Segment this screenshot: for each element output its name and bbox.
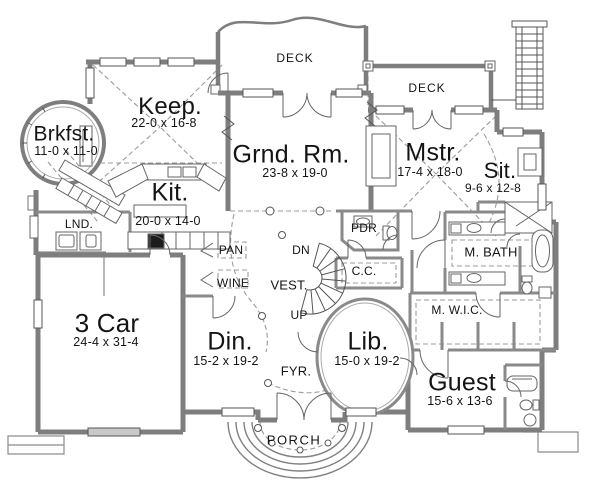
room-dims-din: 15-2 x 19-2 [193,353,259,368]
room-label-guest: Guest [428,368,496,397]
area-label-wine: WINE [216,276,250,290]
room-dims-brkfst: 11-0 x 11-0 [34,143,98,158]
room-dims-sit: 9-6 x 12-8 [464,181,522,195]
master-bath-fixtures [448,201,554,299]
room-label-sit: Sit. [483,158,517,183]
area-label-lnd: LND. [64,217,94,231]
room-dims-kit: 20-0 x 14-0 [135,213,201,228]
room-label-keep: Keep. [138,93,202,120]
kitchen-counters [107,163,231,250]
porch [227,421,373,479]
room-label-lib: Lib. [347,327,389,356]
guest-bath-fixtures [506,375,540,427]
stoops-walks [7,195,579,455]
area-label-cc: C.C. [351,264,377,278]
curved-stair [300,242,347,315]
area-label-vest: VEST. [270,277,308,293]
area-label-m-bath: M. BATH [464,244,518,260]
room-label-mstr: Mstr. [405,138,461,167]
area-label-up: UP [290,308,308,322]
area-label-pan: PAN [218,243,244,257]
room-dims-guest: 15-6 x 13-6 [427,393,493,408]
back-stair [55,159,126,225]
columns [254,206,346,454]
room-label-kit: Kit. [151,178,189,207]
room-dims-mstr: 17-4 x 18-0 [397,164,463,179]
room-dims-keep: 22-0 x 16-8 [131,115,197,130]
area-label-dn: DN [292,243,310,257]
area-label-porch: PORCH [266,432,322,448]
room-dims-lib: 15-0 x 19-2 [334,353,400,368]
door-swings [149,72,522,421]
area-label-pdr: PDR [351,221,377,235]
area-label-m-wic: M. W.I.C. [431,303,483,317]
wall-breaks [221,101,378,141]
fireplaces [79,125,543,187]
dashed-lines [47,64,541,451]
exterior-stair [491,20,548,110]
room-dims-grnd-rm: 23-8 x 19-0 [262,165,328,180]
windows [33,57,547,437]
right-deck [362,60,496,110]
room-label-3-car: 3 Car [74,308,140,338]
room-label-grnd-rm: Grnd. Rm. [232,140,350,169]
laundry-appliances [29,215,102,251]
room-label-brkfst: Brkfst. [33,122,95,146]
room-label-din: Din. [207,327,253,356]
area-label-fyr: FYR. [280,363,312,379]
area-label-deck-top: DECK [276,51,314,65]
room-dims-3-car: 24-4 x 31-4 [73,334,139,349]
powder-room-fixtures [353,215,398,241]
area-label-deck-right: DECK [408,81,446,95]
